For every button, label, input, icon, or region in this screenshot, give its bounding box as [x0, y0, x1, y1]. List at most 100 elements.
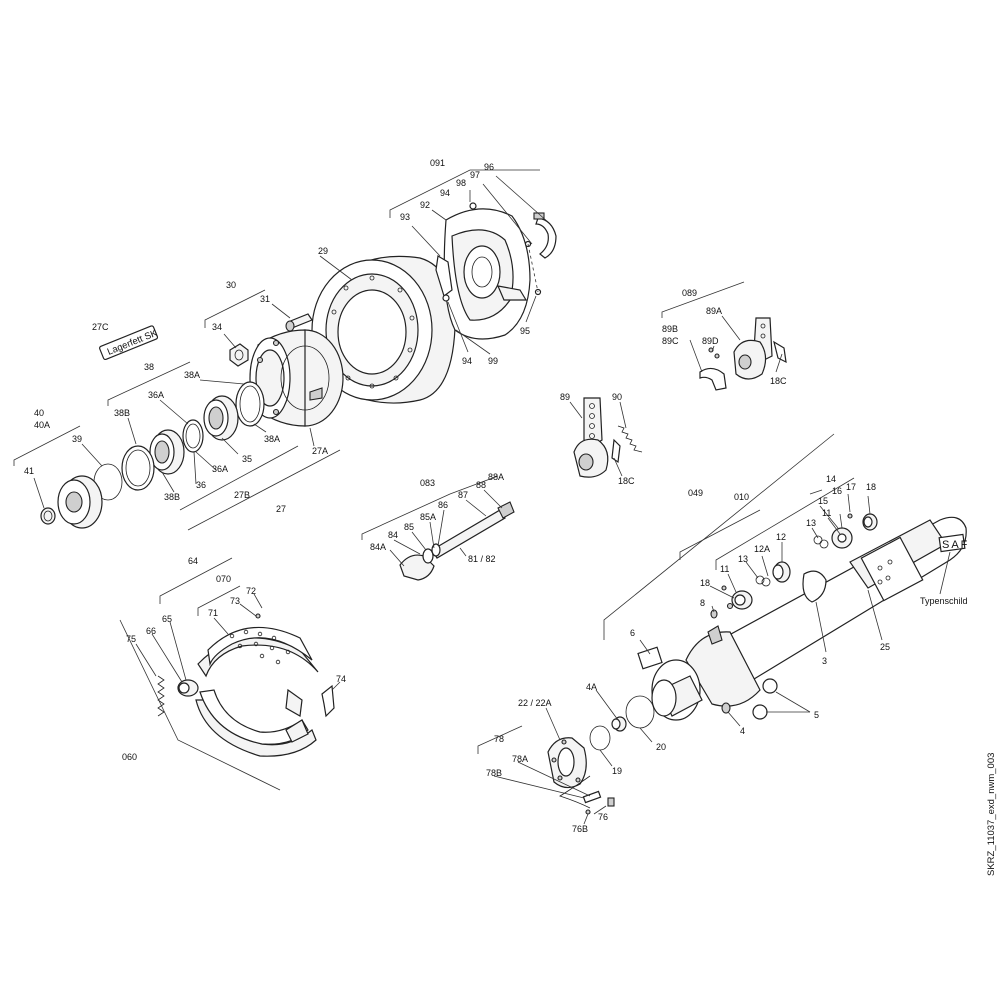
label-5: 5 [814, 710, 819, 720]
label-78: 78 [494, 734, 504, 744]
label-87: 87 [458, 490, 468, 500]
plug-41 [40, 507, 56, 525]
retaining-clip-74 [321, 684, 335, 718]
label-89B: 89B [662, 324, 678, 334]
seal-ring-38B [121, 445, 155, 491]
label-22-22A: 22 / 22A [518, 698, 552, 708]
camshaft-bearing-010 [710, 513, 878, 619]
label-17: 17 [846, 482, 856, 492]
label-39: 39 [72, 434, 82, 444]
slack-adjuster-89 [573, 397, 621, 478]
label-89C: 89C [662, 336, 679, 346]
label-76B: 76B [572, 824, 588, 834]
label-4: 4 [740, 726, 745, 736]
part-labels: 091 96 97 98 94 92 93 29 95 94 99 30 31 … [24, 158, 968, 834]
wheel-nut-34 [229, 343, 249, 367]
label-8: 8 [700, 598, 705, 608]
label-14: 14 [826, 474, 836, 484]
label-89A: 89A [706, 306, 722, 316]
label-86: 86 [438, 500, 448, 510]
label-27B: 27B [234, 490, 250, 500]
label-88A: 88A [488, 472, 504, 482]
spacer-ring-36A [182, 419, 204, 453]
brake-drum-29 [311, 255, 456, 404]
label-13-right: 13 [806, 518, 816, 528]
label-94-bottom: 94 [462, 356, 472, 366]
label-11-left: 11 [720, 564, 729, 574]
document-id: SKRZ_11037_exd_nwm_003 [986, 753, 997, 876]
label-97: 97 [470, 170, 480, 180]
label-40A: 40A [34, 420, 50, 430]
seal-ring-38A [235, 381, 265, 427]
label-6: 6 [630, 628, 635, 638]
label-083: 083 [420, 478, 435, 488]
label-19: 19 [612, 766, 622, 776]
label-36A-top: 36A [148, 390, 164, 400]
label-66: 66 [146, 626, 156, 636]
label-18-left: 18 [700, 578, 710, 588]
wheel-hub-27A [249, 329, 344, 427]
label-35: 35 [242, 454, 252, 464]
seal-20 [625, 695, 655, 729]
label-34: 34 [212, 322, 222, 332]
label-12A: 12A [754, 544, 770, 554]
axle-beam-049: SAF [637, 516, 967, 721]
brake-shoe-lower-060 [195, 689, 317, 757]
label-94-top: 94 [440, 188, 450, 198]
label-38B-top: 38B [114, 408, 130, 418]
tapered-bearing-36 [149, 429, 185, 475]
label-13-left: 13 [738, 554, 748, 564]
camshaft-81-82 [399, 501, 515, 581]
label-85A: 85A [420, 512, 436, 522]
label-36: 36 [196, 480, 206, 490]
label-85: 85 [404, 522, 414, 532]
label-64: 64 [188, 556, 198, 566]
label-18C-lower: 18C [618, 476, 635, 486]
label-36A-bottom: 36A [212, 464, 228, 474]
label-41: 41 [24, 466, 34, 476]
label-typenschild: Typenschild [920, 596, 968, 606]
label-84A: 84A [370, 542, 386, 552]
tapered-bearing-35 [203, 395, 239, 441]
label-71: 71 [208, 608, 218, 618]
label-73: 73 [230, 596, 240, 606]
label-30: 30 [226, 280, 236, 290]
label-049: 049 [688, 488, 703, 498]
abs-sensor-78 [559, 775, 615, 815]
label-070: 070 [216, 574, 231, 584]
wheel-bolt-31 [285, 313, 313, 332]
spring-90 [617, 425, 643, 453]
label-92: 92 [420, 200, 430, 210]
abs-ring-22 [547, 737, 587, 789]
roller-66 [177, 679, 199, 697]
label-18-right: 18 [866, 482, 876, 492]
label-27: 27 [276, 504, 286, 514]
label-40: 40 [34, 408, 44, 418]
label-27C: 27C [92, 322, 109, 332]
label-98: 98 [456, 178, 466, 188]
label-65: 65 [162, 614, 172, 624]
o-ring-19 [589, 725, 611, 751]
label-29: 29 [318, 246, 328, 256]
rivet-73 [255, 613, 261, 619]
slack-adjuster-089 [699, 317, 787, 391]
label-3: 3 [822, 656, 827, 666]
label-95: 95 [520, 326, 530, 336]
label-72: 72 [246, 586, 256, 596]
label-89D: 89D [702, 336, 719, 346]
label-12: 12 [776, 532, 786, 542]
label-38B-bottom: 38B [164, 492, 180, 502]
label-16: 16 [832, 486, 842, 496]
label-76: 76 [598, 812, 608, 822]
label-20: 20 [656, 742, 666, 752]
label-93: 93 [400, 212, 410, 222]
label-27A: 27A [312, 446, 328, 456]
label-31: 31 [260, 294, 270, 304]
return-spring-75 [157, 675, 165, 717]
label-74: 74 [336, 674, 346, 684]
label-90: 90 [612, 392, 622, 402]
label-010: 010 [734, 492, 749, 502]
hub-cap-40 [57, 475, 103, 529]
dust-shield-assembly [435, 202, 557, 340]
